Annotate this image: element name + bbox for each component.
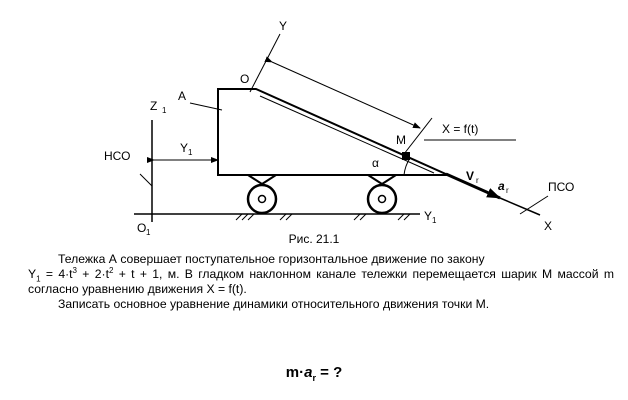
label-vr-sub: r	[476, 176, 479, 185]
label-pso: ПСО	[548, 180, 574, 194]
label-z1: Z	[150, 99, 157, 113]
label-alpha: α	[372, 156, 379, 170]
label-y1-axis-sub: 1	[432, 216, 437, 225]
label-x-axis: X	[544, 219, 552, 233]
problem-task: Записать основное уравнение динамики отн…	[28, 297, 614, 312]
dynamics-formula: m·ar = ?	[0, 364, 628, 383]
wheel-support-left	[247, 174, 277, 186]
law-pow3: 3	[72, 265, 77, 275]
law-var-sub: 1	[36, 274, 41, 284]
figure-caption: Рис. 21.1	[288, 232, 340, 246]
x-dimension-ext	[403, 117, 433, 155]
label-cart-a: A	[178, 89, 186, 103]
problem-line-1: Тележка А совершает поступательное гориз…	[58, 252, 485, 266]
alpha-arc	[403, 157, 411, 176]
vr-arrow	[445, 172, 501, 200]
label-y1-dim-sub: 1	[188, 148, 193, 157]
cart-body	[217, 88, 449, 176]
law-tail: + t + 1, м. В гладком наклонном канале т…	[28, 267, 614, 296]
formula-m: m·	[285, 364, 305, 381]
wheel-left-hub	[257, 194, 267, 204]
wheel-support-right	[367, 174, 397, 186]
law-mid: + 2·t	[77, 267, 109, 281]
label-o1-sub: 1	[146, 228, 151, 237]
label-y-axis: Y	[279, 19, 287, 33]
task-text: Записать основное уравнение динамики отн…	[58, 297, 490, 311]
label-point-m: M	[396, 133, 406, 147]
wheel-right-hub	[377, 194, 387, 204]
label-z1-sub: 1	[162, 106, 167, 115]
label-ar: a	[498, 179, 505, 193]
formula-a: a	[304, 364, 313, 381]
x-dimension-arrow	[264, 56, 421, 129]
cart-figure: Y O A Z 1 НСО Y 1 M X = f(t) α V r a r П…	[104, 19, 574, 237]
law-eq: = 4·t	[40, 267, 73, 281]
label-y1-axis: Y	[424, 209, 432, 223]
nso-leader-line	[139, 173, 153, 187]
label-x-law: X = f(t)	[442, 122, 478, 136]
label-o1: O	[137, 221, 146, 235]
problem-paragraph-1: Тележка А совершает поступательное гориз…	[28, 252, 614, 267]
formula-rhs: = ?	[315, 364, 343, 381]
ball-m	[402, 152, 410, 160]
law-pow2: 2	[108, 265, 114, 275]
formula-a-sub: r	[312, 373, 316, 383]
label-vr: V	[466, 169, 474, 183]
label-origin-o: O	[240, 72, 249, 86]
ar-arrow-tail	[499, 197, 541, 216]
law-var: Y	[28, 267, 37, 281]
label-y1-dim: Y	[180, 141, 188, 155]
label-ar-sub: r	[506, 186, 509, 195]
problem-paragraph-1-cont: Y1 = 4·t3 + 2·t2 + t + 1, м. В гладком н…	[28, 265, 614, 297]
cart-label-leader	[189, 102, 223, 111]
label-nso: НСО	[104, 149, 130, 163]
problem-statement: Тележка А совершает поступательное гориз…	[28, 252, 614, 312]
y-axis-line	[249, 33, 281, 93]
pso-leader	[519, 195, 549, 215]
ground-hatching	[235, 213, 411, 221]
